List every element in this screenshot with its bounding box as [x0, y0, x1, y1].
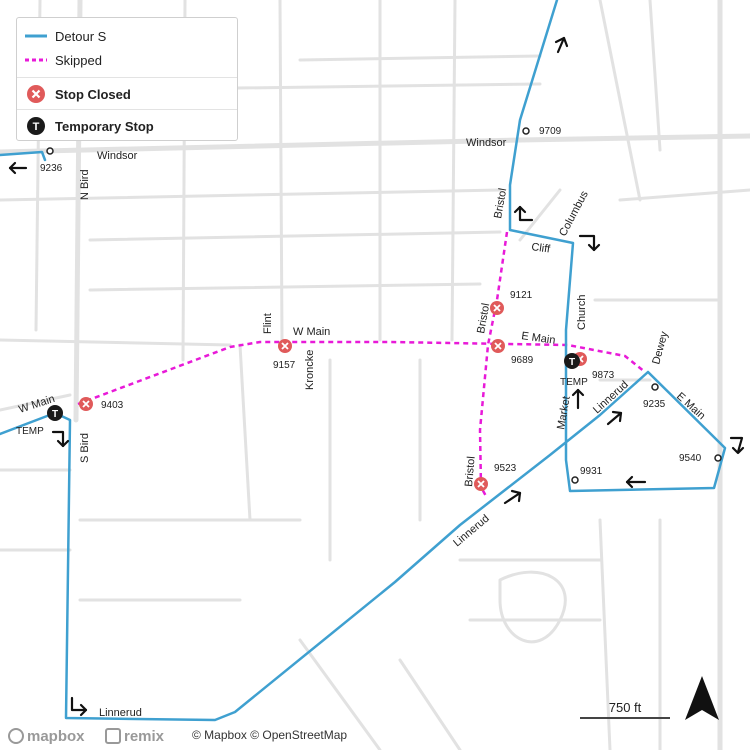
mapbox-logo-text[interactable]: mapbox [27, 728, 85, 745]
legend-skipped-label: Skipped [55, 52, 102, 68]
closed-stop-9121[interactable] [490, 301, 504, 315]
scale-label: 750 ft [608, 700, 642, 715]
linnerud-sw-label: Linnerud [99, 707, 142, 719]
stop-9689-label: 9689 [511, 355, 534, 366]
stop-9235-label: 9235 [643, 399, 666, 410]
arrow-up-right-3-icon [503, 489, 522, 505]
stop-9403-label: 9403 [101, 400, 124, 411]
remix-logo-text[interactable]: remix [124, 728, 165, 745]
direction-arrows [8, 36, 745, 717]
arrow-turn-down-icon [578, 234, 601, 252]
mapbox-logo-icon [8, 728, 24, 744]
stop-9157-label: 9157 [273, 360, 296, 371]
arrow-left-icon [8, 161, 28, 175]
cliff-label: Cliff [531, 241, 552, 256]
detour-swatch [25, 33, 47, 39]
church-label: Church [576, 295, 588, 330]
linnerud-mid-label: Linnerud [451, 513, 492, 550]
kroncke-label: Kroncke [304, 350, 316, 390]
stop-9523-label: 9523 [494, 463, 517, 474]
n-bird-label: N Bird [79, 169, 91, 200]
legend-closed-label: Stop Closed [55, 86, 131, 102]
bristol-mid-label: Bristol [475, 302, 492, 334]
closed-stop-9403[interactable] [79, 397, 93, 411]
windsor-w-label: Windsor [97, 150, 138, 162]
legend-divider-2 [17, 109, 237, 110]
legend-temp: T Temporary Stop [17, 114, 239, 138]
w-main-mid-label: W Main [293, 326, 330, 338]
closed-stop-9157[interactable] [278, 339, 292, 353]
flint-label: Flint [262, 313, 274, 334]
stop-9235-marker[interactable] [651, 383, 659, 391]
linnerud-ne-label: Linnerud [591, 379, 631, 417]
arrow-turn-down-e-icon [729, 436, 745, 455]
temp-west-symbol: T [52, 409, 58, 420]
scale-line [580, 717, 670, 719]
stop-9873-label: 9873 [592, 370, 615, 381]
dewey-label: Dewey [650, 330, 670, 366]
stop-9709-label: 9709 [539, 126, 562, 137]
legend-temp-symbol: T [33, 121, 40, 133]
e-main-label: E Main [521, 330, 557, 347]
legend-detour: Detour S [17, 24, 239, 48]
legend-divider [17, 77, 237, 78]
detour-route [0, 0, 727, 722]
arrow-up-icon [571, 388, 585, 410]
legend-closed: Stop Closed [17, 82, 239, 106]
stop-9540-marker[interactable] [714, 454, 722, 462]
remix-logo-icon [105, 728, 121, 744]
regular-stops [46, 127, 722, 484]
stop-9709-marker[interactable] [522, 127, 530, 135]
copyright-text[interactable]: © Mapbox © OpenStreetMap [192, 728, 348, 742]
arrow-left-2-icon [625, 475, 647, 489]
legend: Detour S Skipped Stop Closed T Temporary… [16, 17, 238, 141]
windsor-e-label: Windsor [466, 137, 507, 149]
north-arrow-icon [685, 676, 719, 720]
arrow-turn-right-icon [70, 696, 88, 717]
arrow-up-right-2-icon [606, 410, 623, 426]
closed-stop-9523[interactable] [474, 477, 488, 491]
attribution: mapbox remix © Mapbox © OpenStreetMap [0, 724, 750, 748]
temp-stop-west[interactable]: T [47, 405, 63, 421]
skipped-swatch [25, 57, 47, 63]
temp-stop-east[interactable]: T [564, 353, 580, 369]
arrow-up-right-icon [554, 36, 569, 54]
scale-bar: 750 ft [580, 700, 670, 719]
temp-east-label: TEMP [560, 377, 588, 388]
temp-icon: T [25, 116, 47, 136]
legend-temp-label: Temporary Stop [55, 118, 154, 134]
stop-9931-label: 9931 [580, 466, 603, 477]
stop-9931-marker[interactable] [571, 476, 579, 484]
bristol-n-label: Bristol [492, 187, 509, 219]
temp-west-label: TEMP [16, 426, 44, 437]
s-bird-label: S Bird [79, 433, 91, 463]
temp-east-symbol: T [569, 357, 575, 368]
arrow-turn-up-icon [513, 205, 534, 222]
closed-icon [25, 84, 47, 104]
stop-9540-label: 9540 [679, 453, 702, 464]
stop-9236-marker[interactable] [46, 147, 54, 155]
closed-stops [79, 301, 587, 491]
market-label: Market [555, 395, 573, 430]
stop-9236-label: 9236 [40, 163, 63, 174]
legend-detour-label: Detour S [55, 28, 107, 44]
closed-stop-9689[interactable] [491, 339, 505, 353]
arrow-turn-down-s-icon [51, 430, 70, 448]
skipped-route [77, 231, 646, 499]
bristol-s-label: Bristol [463, 456, 478, 487]
legend-skipped: Skipped [17, 48, 239, 72]
stop-9121-label: 9121 [510, 290, 533, 301]
e-main-right-label: E Main [674, 390, 707, 422]
columbus-label: Columbus [557, 189, 591, 239]
